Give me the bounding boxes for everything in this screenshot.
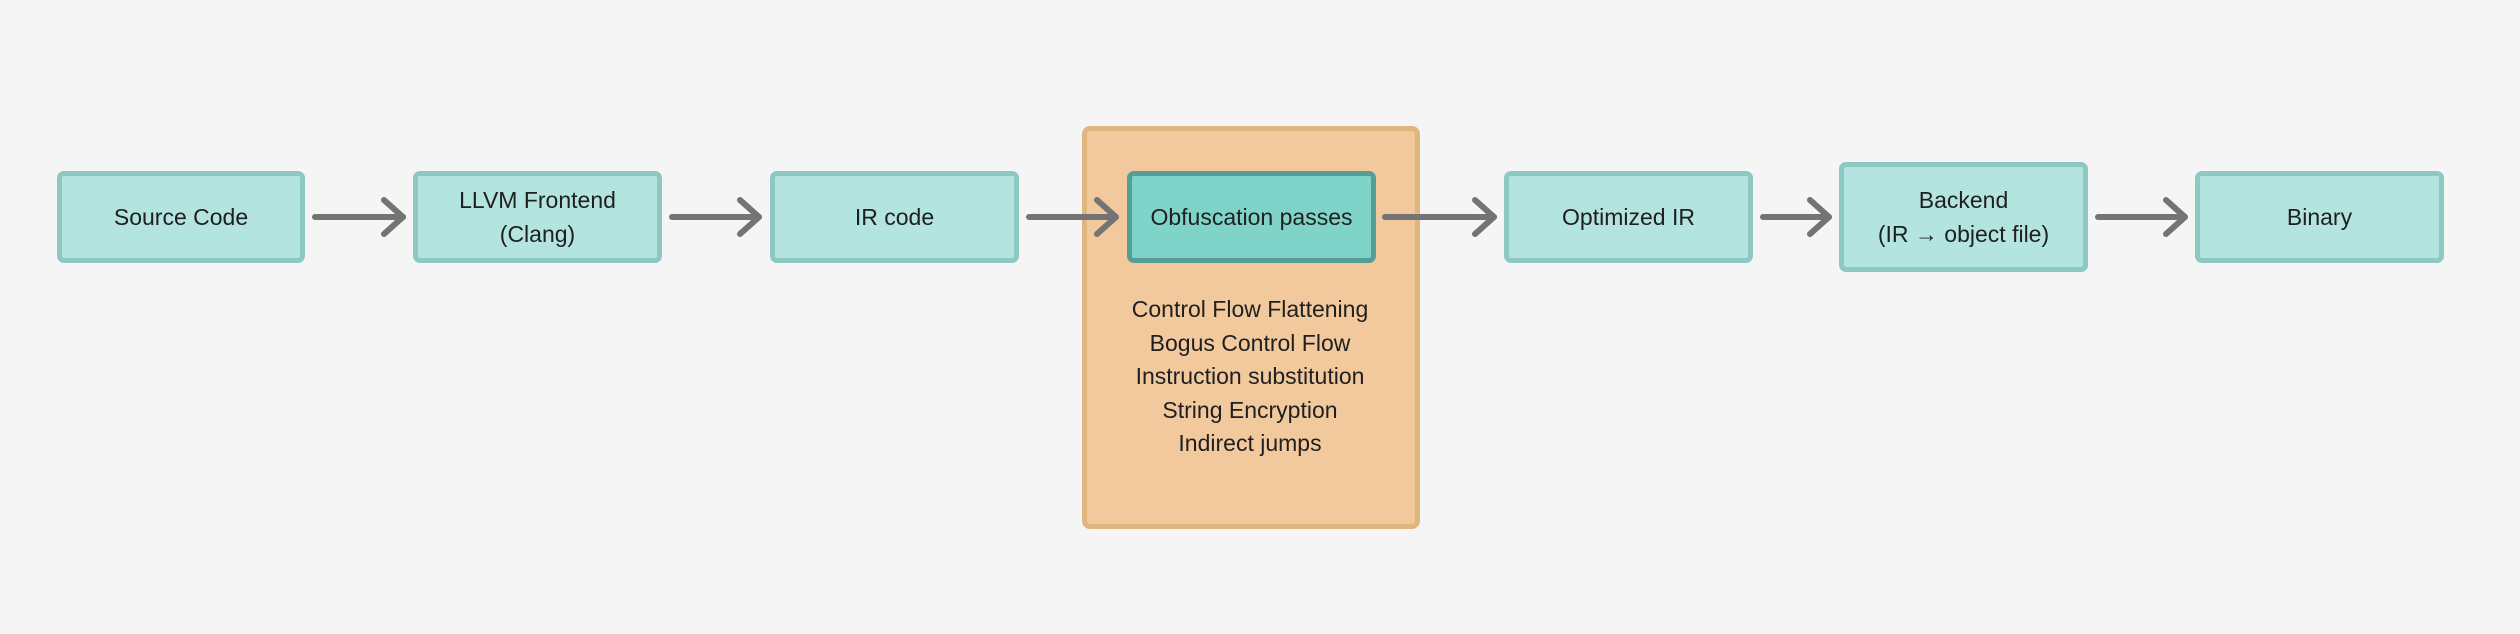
obfuscation-passes-label: Obfuscation passes bbox=[1150, 204, 1353, 230]
pass-item: Bogus Control Flow bbox=[1149, 329, 1351, 356]
binary-label: Binary bbox=[2286, 204, 2353, 230]
obfuscation-passes-node: Obfuscation passes bbox=[1127, 171, 1376, 263]
source-code-label: Source Code bbox=[113, 204, 249, 230]
ir-code-label: IR code bbox=[854, 204, 935, 230]
pass-item: String Encryption bbox=[1162, 396, 1338, 423]
ir-code-node: IR code bbox=[770, 171, 1019, 263]
backend-node: Backend (IR → object file) bbox=[1839, 162, 2088, 272]
pass-item: Instruction substitution bbox=[1135, 363, 1365, 389]
pass-item: Control Flow Flattening bbox=[1131, 296, 1369, 322]
arrow-optimized-to-backend bbox=[1760, 197, 1832, 237]
arrow-backend-to-binary bbox=[2095, 197, 2188, 237]
source-code-node: Source Code bbox=[57, 171, 305, 263]
binary-node: Binary bbox=[2195, 171, 2444, 263]
optimized-ir-label: Optimized IR bbox=[1562, 204, 1695, 230]
llvm-frontend-label: LLVM Frontend (Clang) bbox=[459, 187, 616, 247]
obfuscation-pass-list: Control Flow Flattening Bogus Control Fl… bbox=[1090, 293, 1410, 461]
backend-label: Backend (IR → object file) bbox=[1877, 187, 2050, 247]
optimized-ir-node: Optimized IR bbox=[1504, 171, 1753, 263]
llvm-frontend-node: LLVM Frontend (Clang) bbox=[413, 171, 662, 263]
arrow-frontend-to-ir bbox=[669, 197, 762, 237]
arrow-source-to-frontend bbox=[312, 197, 406, 237]
pass-item: Indirect jumps bbox=[1178, 430, 1322, 456]
